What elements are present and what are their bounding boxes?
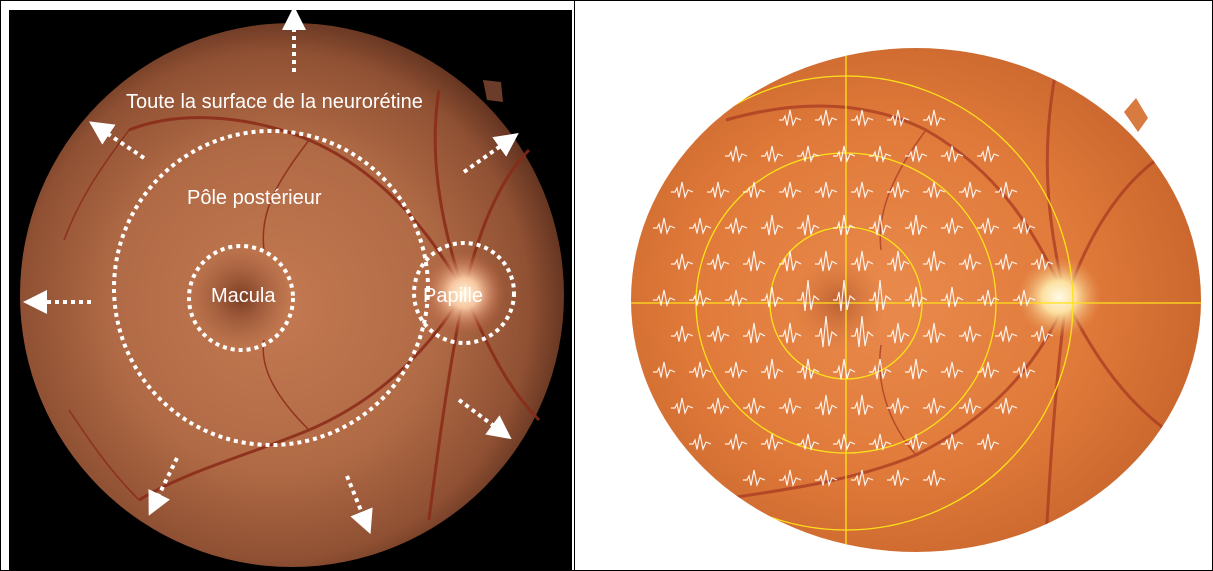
label-papilla: Papille xyxy=(423,285,483,307)
fundus-notch-right xyxy=(1124,98,1148,132)
right-fundus-svg xyxy=(576,0,1212,571)
panel-divider xyxy=(574,0,575,571)
label-posterior-pole: Pôle postérieur xyxy=(187,187,322,209)
optic-disc-right xyxy=(1017,257,1101,337)
label-surface: Toute la surface de la neurorétine xyxy=(126,91,423,113)
fundus-disc-right xyxy=(631,48,1201,552)
left-fundus-svg: Toute la surface de la neurorétine Pôle … xyxy=(9,0,572,571)
right-panel-mferg-fundus xyxy=(576,0,1212,571)
left-panel-fundus-annotated: Toute la surface de la neurorétine Pôle … xyxy=(9,0,572,571)
label-macula: Macula xyxy=(211,285,276,307)
